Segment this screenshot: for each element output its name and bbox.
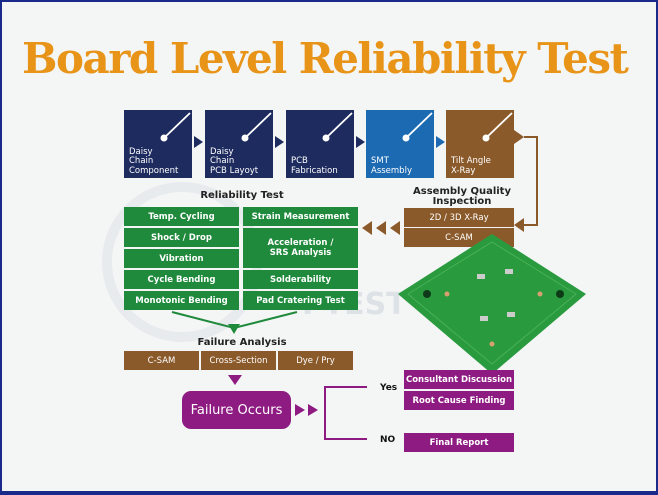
test-vibration: Vibration xyxy=(124,249,239,268)
failure-occurs-box: Failure Occurs xyxy=(182,391,291,429)
switch-icon xyxy=(402,112,433,142)
step-daisy-chain-pcb-layout: Daisy Chain PCB Layoyt xyxy=(205,110,273,178)
root-cause-finding-box: Root Cause Finding xyxy=(404,391,514,410)
inspection-xray: 2D / 3D X-Ray xyxy=(404,208,514,227)
arrows-right-icon xyxy=(295,404,318,416)
switch-icon xyxy=(322,112,353,142)
step-label: Daisy Chain Component xyxy=(129,146,179,176)
analysis-dye-pry: Dye / Pry xyxy=(278,351,353,370)
test-temp-cycling: Temp. Cycling xyxy=(124,207,239,226)
page-title: Board Level Reliability Test xyxy=(22,34,629,83)
arrows-left-icon xyxy=(362,221,400,235)
step-label: PCB Fabrication xyxy=(291,156,338,176)
step-smt-assembly: SMT Assembly xyxy=(366,110,434,178)
test-acceleration-srs: Acceleration / SRS Analysis xyxy=(243,228,358,268)
connector-loop xyxy=(514,130,538,232)
test-monotonic-bending: Monotonic Bending xyxy=(124,291,239,310)
arrow-down-icon xyxy=(228,375,242,385)
failure-analysis-title: Failure Analysis xyxy=(197,337,287,348)
step-label: Daisy Chain PCB Layoyt xyxy=(210,146,259,176)
assembly-inspection-title: Assembly Quality Inspection xyxy=(413,186,511,207)
test-strain-measurement: Strain Measurement xyxy=(243,207,358,226)
step-tilt-angle-xray: Tilt Angle X-Ray xyxy=(446,110,514,178)
test-shock-drop: Shock / Drop xyxy=(124,228,239,247)
step-label: SMT Assembly xyxy=(371,156,412,176)
consultant-discussion-box: Consultant Discussion xyxy=(404,370,514,389)
analysis-cross-section: Cross-Section xyxy=(201,351,276,370)
arrow-right-icon xyxy=(436,136,445,148)
reliability-test-title: Reliability Test xyxy=(200,190,284,201)
test-solderability: Solderability xyxy=(243,270,358,289)
final-report-box: Final Report xyxy=(404,433,514,452)
arrow-right-icon xyxy=(194,136,203,148)
step-daisy-chain-component: Daisy Chain Component xyxy=(124,110,192,178)
yes-label: Yes xyxy=(380,383,398,393)
no-label: NO xyxy=(380,435,396,445)
arrow-right-icon xyxy=(356,136,365,148)
step-label: Tilt Angle X-Ray xyxy=(451,156,491,176)
test-pad-cratering: Pad Cratering Test xyxy=(243,291,358,310)
switch-icon xyxy=(482,112,513,142)
switch-icon xyxy=(241,112,272,142)
pcb-board-image xyxy=(398,234,586,374)
test-cycle-bending: Cycle Bending xyxy=(124,270,239,289)
analysis-csam: C-SAM xyxy=(124,351,199,370)
merge-connector xyxy=(171,311,298,334)
step-pcb-fabrication: PCB Fabrication xyxy=(286,110,354,178)
switch-icon xyxy=(160,112,191,142)
arrow-right-icon xyxy=(275,136,284,148)
branch-connector xyxy=(324,386,367,440)
